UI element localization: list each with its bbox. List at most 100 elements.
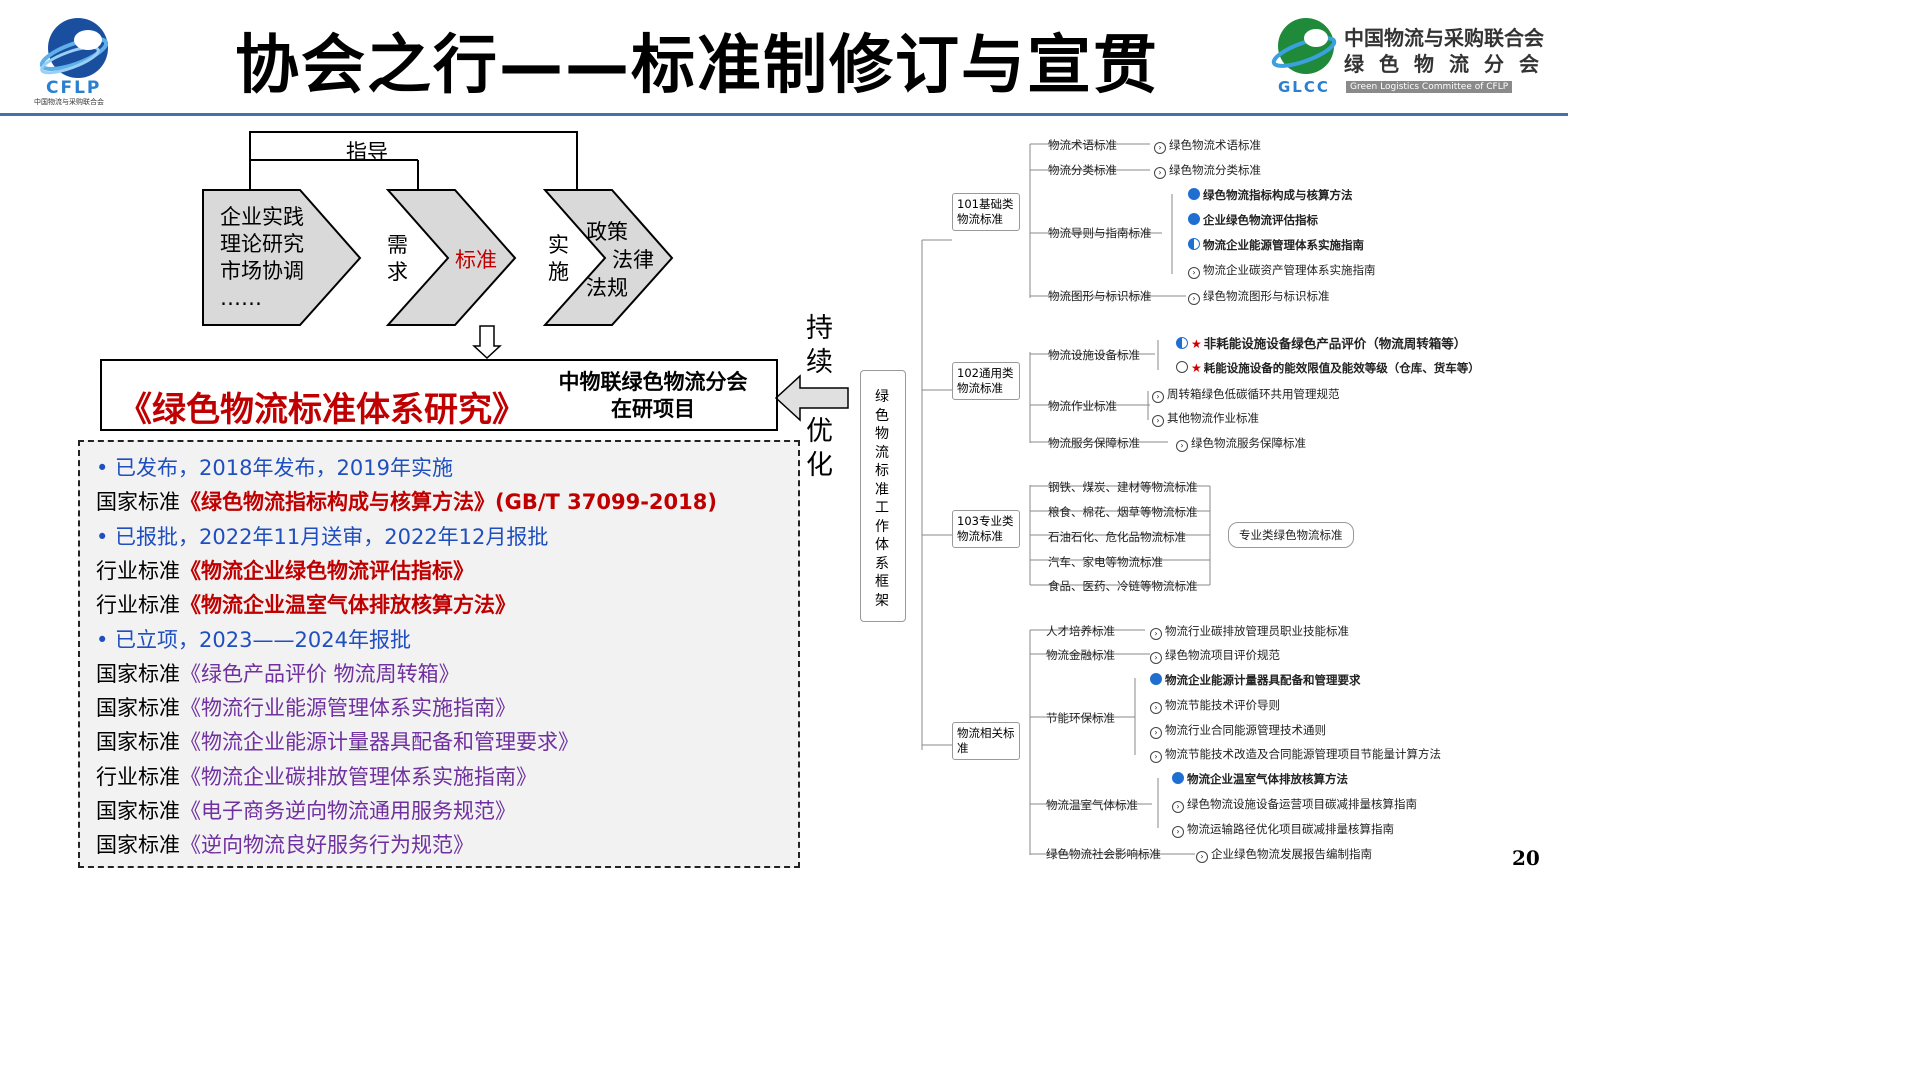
standard-label: 标准 <box>455 248 497 272</box>
tree-category: 103专业类物流标准 <box>952 510 1020 548</box>
law-label: 法律 <box>612 248 654 272</box>
tree-node: ›绿色物流项目评价规范 <box>1150 647 1280 664</box>
page-number: 20 <box>1512 846 1540 870</box>
standard-type: 国家标准 <box>96 490 180 515</box>
cflp-logo-icon <box>39 18 109 78</box>
tree-node: 物流金融标准 <box>1046 648 1115 662</box>
need-label: 需 求 <box>387 233 408 284</box>
standard-name: 《物流行业能源管理体系实施指南》 <box>180 696 516 721</box>
standard-type: 国家标准 <box>96 833 180 858</box>
standard-name: 《物流企业碳排放管理体系实施指南》 <box>180 764 537 789</box>
standard-name: 《绿色物流指标构成与核算方法》(GB/T 37099-2018) <box>180 490 717 515</box>
chevron-icon: › <box>1172 826 1184 838</box>
list-line: 国家标准《物流企业能源计量器具配备和管理要求》 <box>96 726 579 756</box>
standard-type: 国家标准 <box>96 696 180 721</box>
list-line: 国家标准《绿色物流指标构成与核算方法》(GB/T 37099-2018) <box>96 486 717 516</box>
tree-node: 节能环保标准 <box>1046 711 1115 725</box>
tree-node: ›物流节能技术评价导则 <box>1150 697 1280 714</box>
tree-node: ›绿色物流图形与标识标准 <box>1188 288 1330 305</box>
tree-node: ›绿色物流术语标准 <box>1154 137 1261 154</box>
tree-node: 绿色物流指标构成与核算方法 <box>1188 187 1353 203</box>
chevron-icon: › <box>1176 440 1188 452</box>
left-arrow-icon <box>774 374 849 422</box>
list-line: 国家标准《绿色产品评价 物流周转箱》 <box>96 658 460 688</box>
org-name: 中国物流与采购联合会 <box>1344 26 1544 50</box>
progress-icon <box>1176 361 1188 373</box>
half-progress-icon <box>1188 238 1200 250</box>
chevron-icon: › <box>1152 391 1164 403</box>
list-line: • 已发布，2018年发布，2019年实施 <box>96 452 453 482</box>
tree-node: 物流企业能源计量器具配备和管理要求 <box>1150 672 1361 688</box>
tree-node: ›周转箱绿色低碳循环共用管理规范 <box>1152 386 1340 403</box>
cflp-logo-text: CFLP <box>46 78 102 98</box>
branch-name: 绿色物流分会 <box>1344 52 1554 76</box>
tree-node: 物流温室气体标准 <box>1046 798 1138 812</box>
continual-label: 持 续 <box>806 313 833 378</box>
chevron-icon: › <box>1150 751 1162 763</box>
tree-node: 物流术语标准 <box>1048 138 1117 152</box>
list-line: 国家标准《物流行业能源管理体系实施指南》 <box>96 692 516 722</box>
standard-name: 《电子商务逆向物流通用服务规范》 <box>180 799 516 823</box>
status-heading: • 已立项，2023——2024年报批 <box>96 627 411 652</box>
list-line: 行业标准《物流企业碳排放管理体系实施指南》 <box>96 761 537 791</box>
chevron-icon: › <box>1150 652 1162 664</box>
tree-category: 物流相关标准 <box>952 722 1020 760</box>
standard-type: 行业标准 <box>96 764 180 789</box>
standard-type: 国家标准 <box>96 799 180 823</box>
standard-flow-diagram <box>202 131 849 422</box>
list-line: • 已报批，2022年11月送审，2022年12月报批 <box>96 521 548 551</box>
guide-loop-line <box>249 131 578 192</box>
tree-node: 物流设施设备标准 <box>1048 348 1140 362</box>
practice-chevron <box>202 189 362 326</box>
status-heading: • 已发布，2018年发布，2019年实施 <box>96 456 453 480</box>
progress-icon <box>1150 673 1162 685</box>
star-icon: ★ <box>1191 361 1202 375</box>
full-progress-icon <box>1188 188 1200 200</box>
standard-name: 《物流企业绿色物流评估指标》 <box>180 558 474 583</box>
optimize-label: 优 化 <box>806 416 833 481</box>
standard-name: 《逆向物流良好服务行为规范》 <box>180 833 474 858</box>
tree-node: 物流分类标准 <box>1048 163 1117 177</box>
tree-node: 食品、医药、冷链等物流标准 <box>1048 579 1198 593</box>
tree-node: ★非耗能设施设备绿色产品评价（物流周转箱等） <box>1176 333 1466 352</box>
tree-node: ›物流行业碳排放管理员职业技能标准 <box>1150 623 1349 640</box>
list-line: • 已立项，2023——2024年报批 <box>96 624 411 654</box>
tree-node: 物流企业能源管理体系实施指南 <box>1188 237 1364 253</box>
tree-root-label: 绿色物流标准工作体系框架 <box>875 389 889 609</box>
tree-node: 绿色物流社会影响标准 <box>1046 847 1161 861</box>
chevron-icon: › <box>1188 267 1200 279</box>
tree-node: 物流作业标准 <box>1048 399 1117 413</box>
tree-node: 石油石化、危化品物流标准 <box>1048 530 1186 544</box>
guide-label: 指导 <box>346 140 388 164</box>
tree-node: 企业绿色物流评估指标 <box>1188 212 1318 228</box>
tree-node: ›企业绿色物流发展报告编制指南 <box>1196 846 1372 863</box>
progress-icon <box>1176 337 1188 349</box>
tree-node: ›物流运输路径优化项目碳减排量核算指南 <box>1172 821 1394 838</box>
page-title: 协会之行——标准制修订与宣贯 <box>235 29 1159 103</box>
cflp-logo-subtitle: 中国物流与采购联合会 <box>34 98 104 106</box>
list-line: 国家标准《电子商务逆向物流通用服务规范》 <box>96 795 516 825</box>
header-divider <box>0 113 1568 116</box>
glcc-logo-text: GLCC <box>1278 78 1330 96</box>
list-line: 行业标准《物流企业绿色物流评估指标》 <box>96 555 474 585</box>
standards-list-box <box>78 440 800 868</box>
tree-node: 粮食、棉花、烟草等物流标准 <box>1048 505 1198 519</box>
implement-label: 实 施 <box>548 233 569 284</box>
list-line: 国家标准《逆向物流良好服务行为规范》 <box>96 829 474 859</box>
tree-connectors <box>921 143 1211 855</box>
chevron-icon: › <box>1154 167 1166 179</box>
policy-label: 政策 <box>586 220 628 244</box>
tree-node: ›其他物流作业标准 <box>1152 410 1259 427</box>
org-english-name: Green Logistics Committee of CFLP <box>1346 81 1513 93</box>
chevron-icon: › <box>1150 702 1162 714</box>
tree-node: ★耗能设施设备的能效限值及能效等级（仓库、货车等） <box>1176 360 1480 376</box>
standard-name: 《物流企业温室气体排放核算方法》 <box>180 593 516 618</box>
tree-node: ›物流行业合同能源管理技术通则 <box>1150 722 1326 739</box>
chevron-icon: › <box>1172 801 1184 813</box>
progress-icon <box>1172 772 1184 784</box>
list-line: 行业标准《物流企业温室气体排放核算方法》 <box>96 589 516 619</box>
standard-name: 《物流企业能源计量器具配备和管理要求》 <box>180 730 579 755</box>
tree-node: 人才培养标准 <box>1046 624 1115 638</box>
tree-node: 物流服务保障标准 <box>1048 436 1140 450</box>
chevron-icon: › <box>1196 851 1208 863</box>
